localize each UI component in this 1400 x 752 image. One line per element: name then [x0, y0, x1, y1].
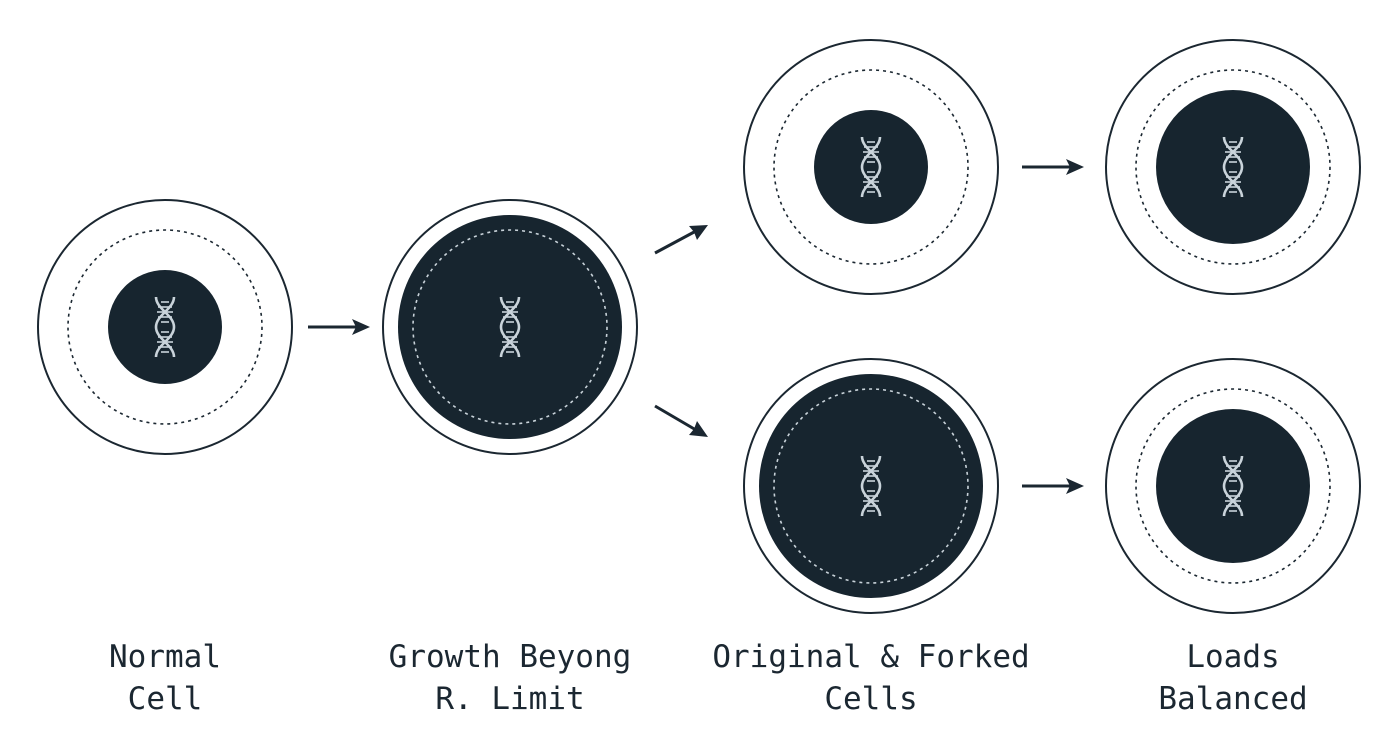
original-cell: [743, 39, 999, 295]
arrow-right-icon: [1022, 159, 1084, 175]
forked-cell: [743, 358, 999, 614]
stage-label-line: Growth Beyong: [388, 639, 632, 675]
stage-label-line: Original & Forked: [712, 639, 1030, 675]
stage-label-line: Normal: [109, 639, 221, 675]
stage-label-balanced: Loads Balanced: [1053, 636, 1400, 720]
stage-label-line: Balanced: [1158, 681, 1308, 717]
stage-label-normal-cell: Normal Cell: [0, 636, 345, 720]
stage-label-line: R. Limit: [435, 681, 585, 717]
arrow-right-icon: [308, 319, 370, 335]
stage-label-line: Cell: [127, 681, 203, 717]
normal-cell: [37, 199, 293, 455]
stage-label-line: Cells: [824, 681, 918, 717]
balanced-cell-bottom: [1105, 358, 1361, 614]
arrow-up-right-icon: [654, 225, 708, 255]
balanced-cell-top: [1105, 39, 1361, 295]
arrow-down-right-icon: [654, 404, 708, 437]
stage-label-forked: Original & Forked Cells: [691, 636, 1051, 720]
stage-label-line: Loads: [1186, 639, 1280, 675]
overgrown-cell: [382, 199, 638, 455]
stage-label-growth: Growth Beyong R. Limit: [330, 636, 690, 720]
arrow-right-icon: [1022, 478, 1084, 494]
